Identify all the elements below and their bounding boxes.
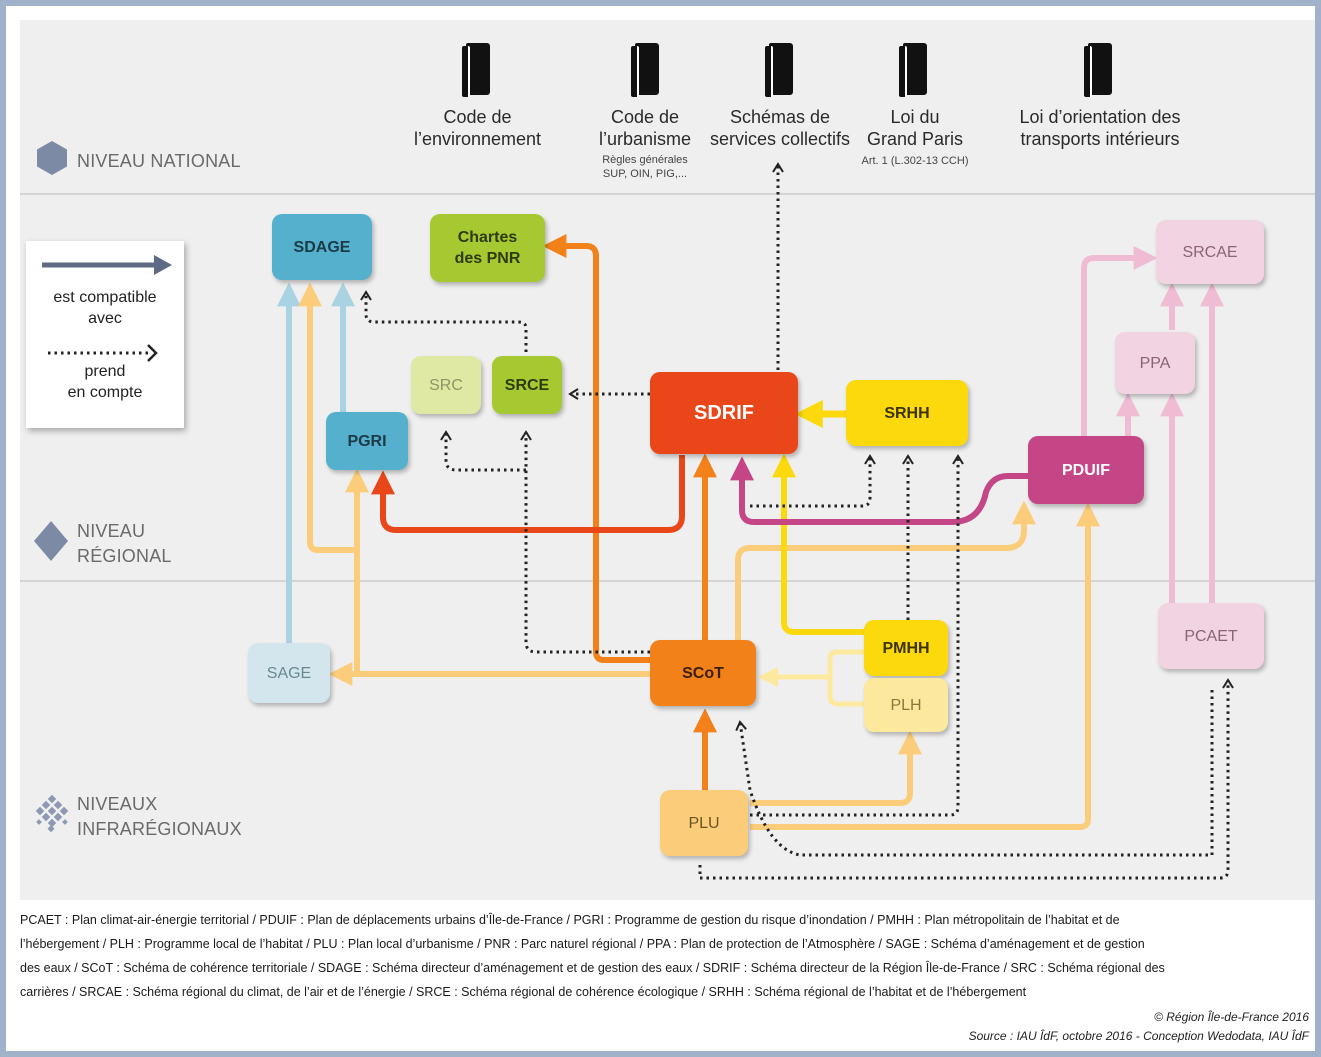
book-icon bbox=[1084, 43, 1114, 97]
source-loi-grand-paris: Loi du Grand Paris bbox=[850, 106, 980, 150]
dotted-scot-to-srce bbox=[520, 430, 650, 654]
level-national-label: NIVEAU NATIONAL bbox=[77, 151, 241, 171]
legend-arrows bbox=[42, 255, 172, 362]
source-line: Grand Paris bbox=[866, 129, 964, 149]
dotted-plu-to-scot bbox=[735, 690, 1214, 857]
box-sdrif: SDRIF bbox=[650, 372, 798, 454]
box-srhh: SRHH bbox=[846, 380, 968, 446]
glossary: PCAET : Plan climat-air-énergie territor… bbox=[20, 908, 1315, 1004]
box-line: des PNR bbox=[454, 250, 521, 267]
dotted-srce-to-sdage bbox=[360, 290, 528, 352]
level-infra-line1: NIVEAUX bbox=[77, 794, 158, 814]
source-line: Loi du bbox=[890, 107, 940, 127]
legend-line: en compte bbox=[67, 384, 143, 401]
national-level-separator bbox=[20, 193, 1315, 195]
diamond-grid-icon bbox=[35, 795, 69, 833]
box-srce: SRCE bbox=[492, 356, 562, 414]
box-line: Chartes bbox=[457, 229, 518, 246]
arrow-scot-to-pduif bbox=[735, 500, 1036, 645]
box-scot: SCoT bbox=[650, 640, 756, 706]
arrow-pmhh-plh-to-scot bbox=[766, 649, 864, 707]
arrow-pduif-to-sdrif bbox=[730, 456, 1028, 525]
box-plu: PLU bbox=[660, 790, 748, 856]
box-srcae: SRCAE bbox=[1156, 220, 1264, 284]
source-credit: Source : IAU ÎdF, octobre 2016 - Concept… bbox=[968, 1029, 1309, 1043]
level-infra-line2: INFRARÉGIONAUX bbox=[77, 819, 242, 839]
box-pduif: PDUIF bbox=[1028, 436, 1144, 504]
box-src: SRC bbox=[411, 356, 481, 414]
book-icon bbox=[899, 43, 929, 97]
legend-line: avec bbox=[88, 310, 122, 327]
box-chartes-pnr: Chartes des PNR bbox=[430, 214, 545, 282]
source-line: Schémas de bbox=[729, 107, 831, 127]
source-line: Code de bbox=[610, 107, 680, 127]
source-sub-line: SUP, OIN, PIG,... bbox=[602, 168, 688, 180]
source-loi-transports: Loi d’orientation des transports intérie… bbox=[1000, 106, 1200, 150]
level-regional-line2: RÉGIONAL bbox=[77, 546, 172, 566]
diamond-icon bbox=[34, 521, 68, 561]
box-pcaet: PCAET bbox=[1158, 603, 1264, 669]
glossary-line: PCAET : Plan climat-air-énergie territor… bbox=[20, 913, 1120, 927]
glossary-line: l’hébergement / PLH : Programme local de… bbox=[20, 937, 1145, 951]
book-icon bbox=[462, 43, 492, 97]
arrow-to-sdage-peach bbox=[298, 282, 357, 553]
dotted-src-link bbox=[440, 430, 526, 472]
box-pgri: PGRI bbox=[326, 412, 408, 470]
source-loi-grand-paris-sub: Art. 1 (L.302-13 CCH) bbox=[861, 155, 969, 167]
legend: est compatible avec prend en compte bbox=[26, 241, 184, 428]
source-line: services collectifs bbox=[709, 129, 851, 149]
source-code-urbanisme: Code de l’urbanisme bbox=[575, 106, 715, 150]
box-ppa: PPA bbox=[1115, 332, 1195, 394]
source-line: l’environnement bbox=[413, 129, 542, 149]
book-icon bbox=[765, 43, 795, 97]
source-schemas-services: Schémas de services collectifs bbox=[705, 106, 855, 150]
arrow-sdrif-to-pgri bbox=[371, 455, 685, 533]
arrow-plu-to-plh bbox=[750, 730, 922, 806]
legend-line: est compatible bbox=[53, 289, 157, 306]
arrow-pduif-to-srcae bbox=[1081, 246, 1158, 436]
box-sage: SAGE bbox=[248, 643, 330, 703]
level-regional-label: NIVEAU RÉGIONAL bbox=[77, 519, 172, 569]
box-sdage: SDAGE bbox=[272, 214, 372, 280]
source-line: Code de bbox=[443, 107, 512, 127]
copyright-credit: © Région Île-de-France 2016 bbox=[1154, 1010, 1309, 1024]
dotted-plu-to-pcaet bbox=[698, 678, 1234, 880]
source-code-environnement: Code de l’environnement bbox=[395, 106, 560, 150]
level-regional-line1: NIVEAU bbox=[77, 521, 146, 541]
arrow-plu-to-pduif bbox=[750, 502, 1100, 830]
book-icon bbox=[631, 43, 661, 97]
box-pmhh: PMHH bbox=[864, 620, 948, 676]
legend-solid-label: est compatible avec bbox=[26, 287, 184, 329]
source-line: l’urbanisme bbox=[598, 129, 692, 149]
glossary-line: des eaux / SCoT : Schéma de cohérence te… bbox=[20, 961, 1165, 975]
source-line: transports intérieurs bbox=[1020, 129, 1180, 149]
hexagon-icon bbox=[37, 141, 67, 175]
arrow-scot-to-chartes bbox=[542, 234, 650, 663]
legend-line: prend bbox=[84, 363, 126, 380]
arrow-pmhh-to-sdrif bbox=[772, 453, 864, 635]
box-plh: PLH bbox=[864, 678, 948, 732]
legend-dotted-label: prend en compte bbox=[26, 361, 184, 403]
source-sub-line: Règles générales bbox=[602, 154, 688, 166]
dotted-to-srhh-1 bbox=[750, 454, 876, 508]
glossary-line: carrières / SRCAE : Schéma régional du c… bbox=[20, 985, 1027, 999]
source-line: Loi d’orientation des bbox=[1019, 107, 1181, 127]
regional-level-separator bbox=[20, 580, 1315, 582]
level-infra-label: NIVEAUX INFRARÉGIONAUX bbox=[77, 792, 242, 842]
source-code-urbanisme-sub: Règles générales SUP, OIN, PIG,... bbox=[575, 153, 715, 181]
